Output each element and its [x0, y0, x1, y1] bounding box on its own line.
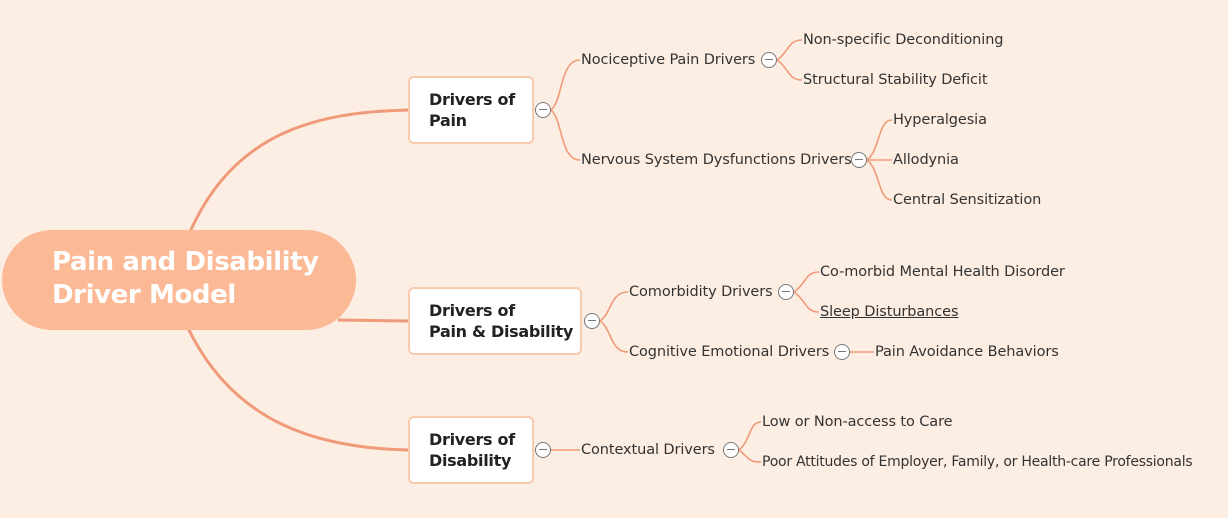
branch-disability-line2: Disability — [429, 451, 512, 470]
topic-nociceptive-pain-drivers[interactable]: Nociceptive Pain Drivers — [581, 52, 756, 68]
connector-nociceptive-to-stability — [776, 59, 803, 81]
topic-comorbidity-drivers[interactable]: Comorbidity Drivers — [629, 284, 773, 300]
branch-pain-line1: Drivers of — [429, 90, 515, 109]
topic-contextual-drivers[interactable]: Contextual Drivers — [581, 442, 715, 458]
connector-pd-to-cognitive — [599, 320, 629, 353]
branch-pain-line2: Pain — [429, 111, 467, 130]
branch-disability-line1: Drivers of — [429, 430, 515, 449]
connector-root-to-disability — [186, 327, 409, 452]
connector-contextual-to-attitudes — [738, 449, 762, 463]
connector-comorbidity-to-mental — [793, 271, 820, 293]
topic-cognitive-emotional-drivers[interactable]: Cognitive Emotional Drivers — [629, 344, 830, 360]
topic-non-specific-deconditioning[interactable]: Non-specific Deconditioning — [803, 32, 1004, 48]
branch-pain-disability-line2: Pain & Disability — [429, 322, 574, 341]
connector-pain-to-nociceptive — [550, 59, 581, 111]
topic-poor-attitudes[interactable]: Poor Attitudes of Employer, Family, or H… — [762, 454, 1193, 470]
topic-low-or-non-access-to-care[interactable]: Low or Non-access to Care — [762, 414, 953, 430]
collapse-toggle-icon[interactable] — [778, 284, 794, 300]
topic-sleep-disturbances-link[interactable]: Sleep Disturbances — [820, 304, 959, 320]
branch-pain-disability-line1: Drivers of — [429, 301, 515, 320]
connector-nervous-to-hyperalgesia — [866, 119, 893, 161]
topic-hyperalgesia[interactable]: Hyperalgesia — [893, 112, 987, 128]
connector-root-to-pain — [188, 108, 409, 233]
connector-comorbidity-to-sleep — [793, 291, 820, 313]
topic-co-morbid-mental-health-disorder[interactable]: Co-morbid Mental Health Disorder — [820, 264, 1065, 280]
connector-contextual-to-access — [738, 421, 762, 451]
collapse-toggle-icon[interactable] — [535, 102, 551, 118]
collapse-toggle-icon[interactable] — [761, 52, 777, 68]
branch-drivers-of-pain[interactable]: Drivers of Pain — [408, 76, 534, 144]
connector-nociceptive-to-deconditioning — [776, 39, 803, 61]
connector-nervous-to-sensitization — [866, 159, 893, 201]
topic-central-sensitization[interactable]: Central Sensitization — [893, 192, 1042, 208]
collapse-toggle-icon[interactable] — [723, 442, 739, 458]
root-topic-line1: Pain and Disability — [52, 247, 319, 277]
collapse-toggle-icon[interactable] — [851, 152, 867, 168]
topic-pain-avoidance-behaviors[interactable]: Pain Avoidance Behaviors — [875, 344, 1059, 360]
collapse-toggle-icon[interactable] — [834, 344, 850, 360]
topic-structural-stability-deficit[interactable]: Structural Stability Deficit — [803, 72, 988, 88]
branch-drivers-of-pain-and-disability[interactable]: Drivers of Pain & Disability — [408, 287, 582, 355]
connector-pd-to-comorbidity — [599, 291, 629, 322]
root-topic-line2: Driver Model — [52, 280, 236, 310]
branch-drivers-of-disability[interactable]: Drivers of Disability — [408, 416, 534, 484]
topic-nervous-system-dysfunctions-drivers[interactable]: Nervous System Dysfunctions Drivers — [581, 152, 852, 168]
root-topic[interactable]: Pain and Disability Driver Model — [2, 230, 356, 330]
collapse-toggle-icon[interactable] — [535, 442, 551, 458]
connector-root-to-pain-disability — [337, 318, 409, 323]
connector-pain-to-nervous — [550, 109, 581, 161]
topic-allodynia[interactable]: Allodynia — [893, 152, 959, 168]
collapse-toggle-icon[interactable] — [584, 313, 600, 329]
